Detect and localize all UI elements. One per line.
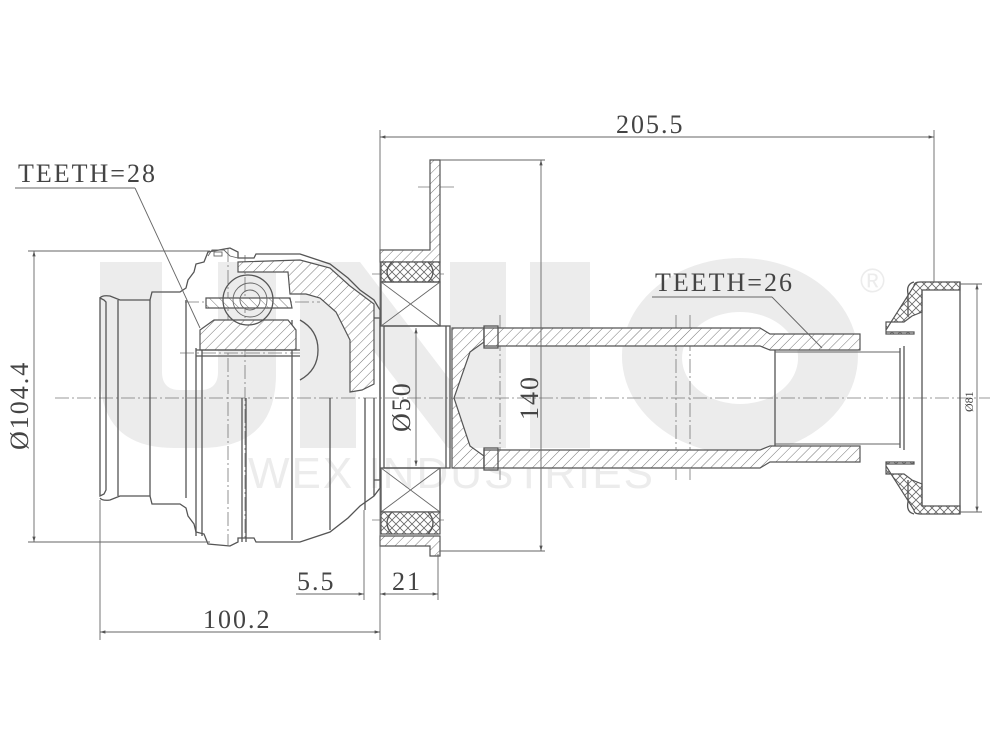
dim-flange-height: 140 [515, 375, 544, 420]
end-cap [885, 281, 961, 515]
cv-joint-housing [99, 247, 381, 547]
dim-bearing-bore-diameter: Ø50 [387, 381, 416, 432]
bearing-flange-assembly [379, 159, 485, 557]
dim-end-diameter: Ø81 [962, 391, 976, 412]
callout-teeth-right: TEETH=26 [655, 268, 794, 297]
callout-teeth-left: TEETH=28 [18, 159, 157, 188]
dim-outer-diameter-left: Ø104.4 [5, 361, 34, 450]
callouts: TEETH=28 TEETH=26 [15, 159, 823, 349]
shaft-tube [483, 325, 905, 471]
dimensions: 205.5 Ø104.4 Ø50 140 Ø81 5.5 21 100.2 [5, 110, 982, 640]
dim-bearing-width: 21 [392, 567, 422, 596]
dim-overall-length: 205.5 [616, 110, 685, 139]
dim-joint-length: 100.2 [203, 605, 272, 634]
dim-offset-small: 5.5 [297, 567, 336, 596]
registered-mark: ® [860, 262, 885, 300]
